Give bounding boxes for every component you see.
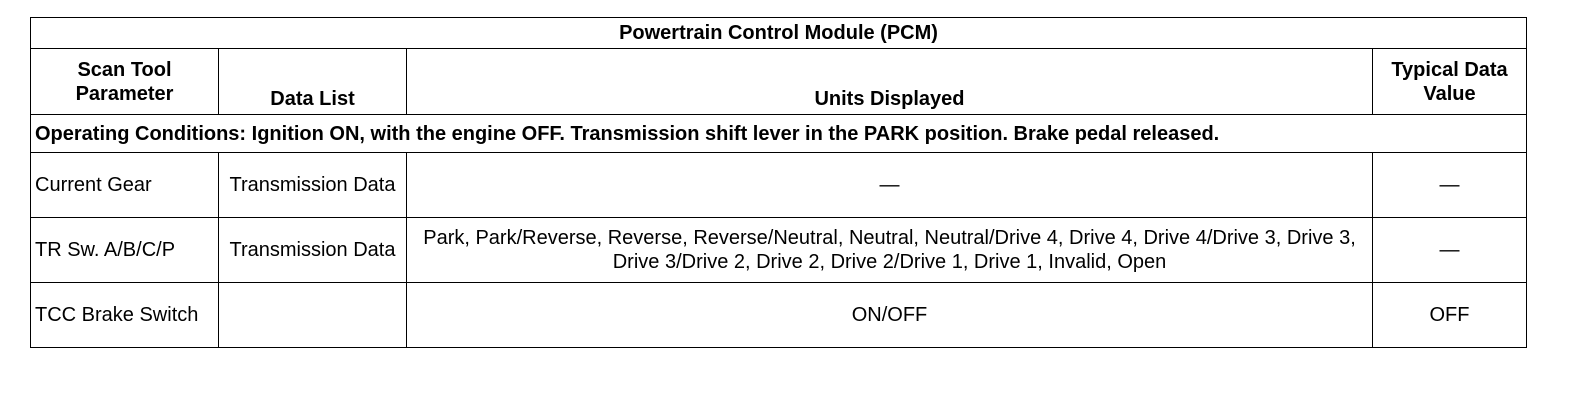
parameter-cell: TR Sw. A/B/C/P: [30, 217, 219, 283]
data-list-cell: [218, 282, 407, 348]
operating-conditions: Operating Conditions: Ignition ON, with …: [29, 114, 1528, 153]
table-row: TR Sw. A/B/C/P Transmission Data Park, P…: [30, 217, 1528, 283]
table-row: TCC Brake Switch ON/OFF OFF: [30, 282, 1528, 348]
pcm-data-table: Powertrain Control Module (PCM) Scan Too…: [29, 17, 1528, 348]
data-list-cell: Transmission Data: [218, 152, 407, 218]
header-typical-data-value: Typical Data Value: [1371, 48, 1528, 115]
header-data-list: Data List: [218, 48, 407, 115]
units-cell: ON/OFF: [406, 282, 1373, 348]
data-list-cell: Transmission Data: [218, 217, 407, 283]
table-title: Powertrain Control Module (PCM): [29, 17, 1528, 49]
typical-value-cell: OFF: [1371, 282, 1528, 348]
header-units-displayed: Units Displayed: [406, 48, 1373, 115]
parameter-cell: Current Gear: [30, 152, 219, 218]
table-header-row: Scan Tool Parameter Data List Units Disp…: [30, 48, 1528, 115]
table-title-row: Powertrain Control Module (PCM): [29, 17, 1528, 49]
parameter-cell: TCC Brake Switch: [30, 282, 219, 348]
typical-value-cell: —: [1371, 152, 1528, 218]
units-cell: —: [406, 152, 1373, 218]
units-cell: Park, Park/Reverse, Reverse, Reverse/Neu…: [406, 217, 1373, 283]
typical-value-cell: —: [1371, 217, 1528, 283]
header-scan-tool-parameter: Scan Tool Parameter: [30, 48, 219, 115]
table-row: Current Gear Transmission Data — —: [30, 152, 1528, 218]
operating-conditions-row: Operating Conditions: Ignition ON, with …: [29, 114, 1528, 153]
